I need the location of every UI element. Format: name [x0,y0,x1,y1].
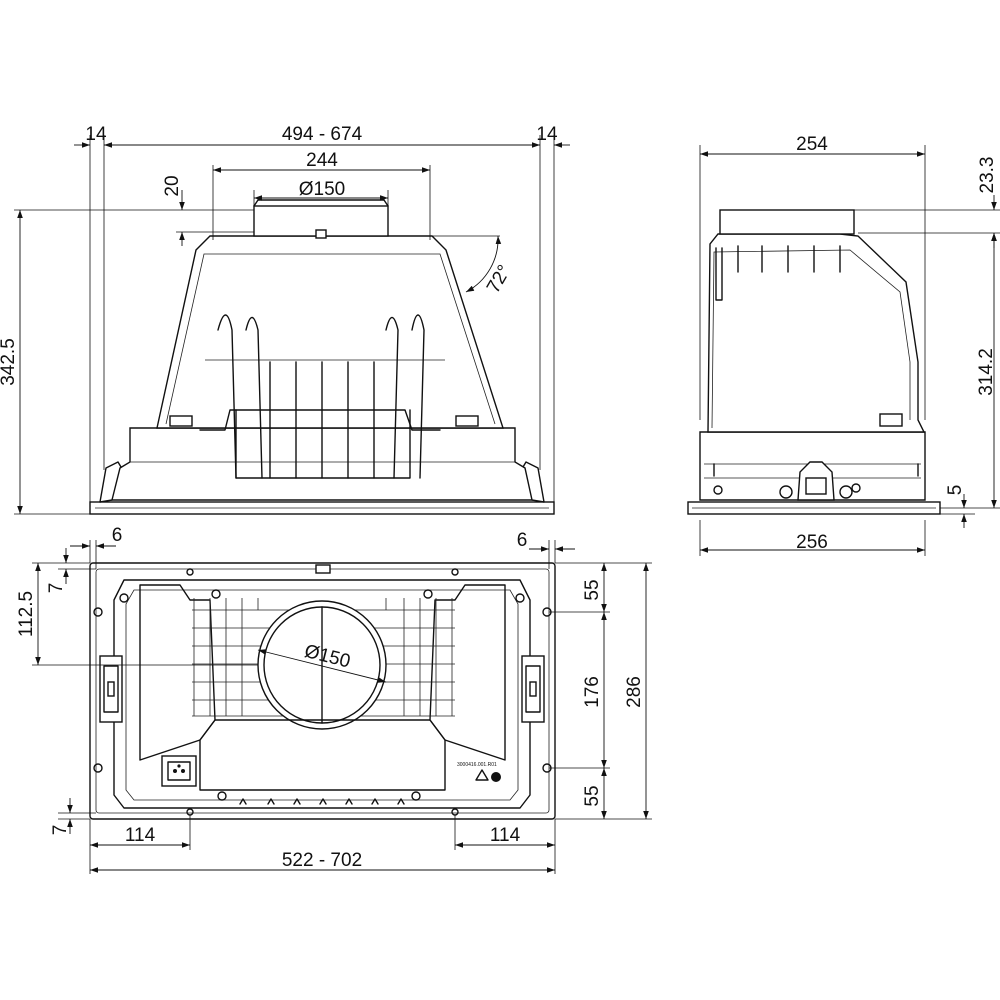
side-depth-top: 254 [796,134,828,155]
side-ribs [715,245,841,301]
plan-foot-right: 114 [490,825,521,846]
plan-middle-span: 176 [582,676,603,708]
plan-ground-icon [491,772,501,782]
front-angle: 72° [483,262,516,297]
bottom-dimensions: 6 6 7 112.5 Ø150 7 55 176 55 [16,525,652,874]
front-collar-height: 20 [162,175,183,196]
front-dimensions: 494 - 674 14 14 244 Ø150 20 342.5 72° [0,124,570,515]
side-main-body [707,233,926,433]
plan-duct-center-offset: 112.5 [16,591,37,637]
bottom-view: 3000416.001.R01 [89,562,556,820]
plan-warning-icon [475,769,489,781]
front-inner-width: 244 [306,150,338,171]
side-depth-bottom: 256 [796,532,828,553]
front-width-range: 494 - 674 [282,124,363,145]
front-height: 342.5 [0,338,19,386]
plan-foot-left: 114 [125,825,156,846]
side-collar [719,209,855,235]
side-dimensions: 254 23.3 314.2 5 256 [699,134,1000,556]
plan-lower-tabs [239,798,405,805]
front-view [89,199,555,515]
plan-label-code: 3000416.001.R01 [457,762,497,768]
plan-width-range: 522 - 702 [282,850,362,871]
front-duct-diameter: Ø150 [299,179,345,200]
side-view [687,209,941,515]
plan-top-margin: 55 [582,579,603,600]
front-side-right: 14 [536,124,558,145]
plan-offset-bottom: 7 [50,825,71,836]
side-body-height: 314.2 [976,348,997,396]
plan-offset-left: 6 [112,525,123,546]
plan-total-depth: 286 [624,676,645,708]
plan-offset-right: 6 [517,530,528,551]
front-ribs [217,314,425,479]
front-side-left: 14 [85,124,107,145]
front-main-body [156,235,504,429]
side-flange-height: 5 [945,485,966,496]
plan-bottom-margin: 55 [582,785,603,806]
plan-offset-top: 7 [46,583,67,594]
side-collar-height: 23.3 [977,157,998,194]
plan-power-socket [161,755,197,787]
